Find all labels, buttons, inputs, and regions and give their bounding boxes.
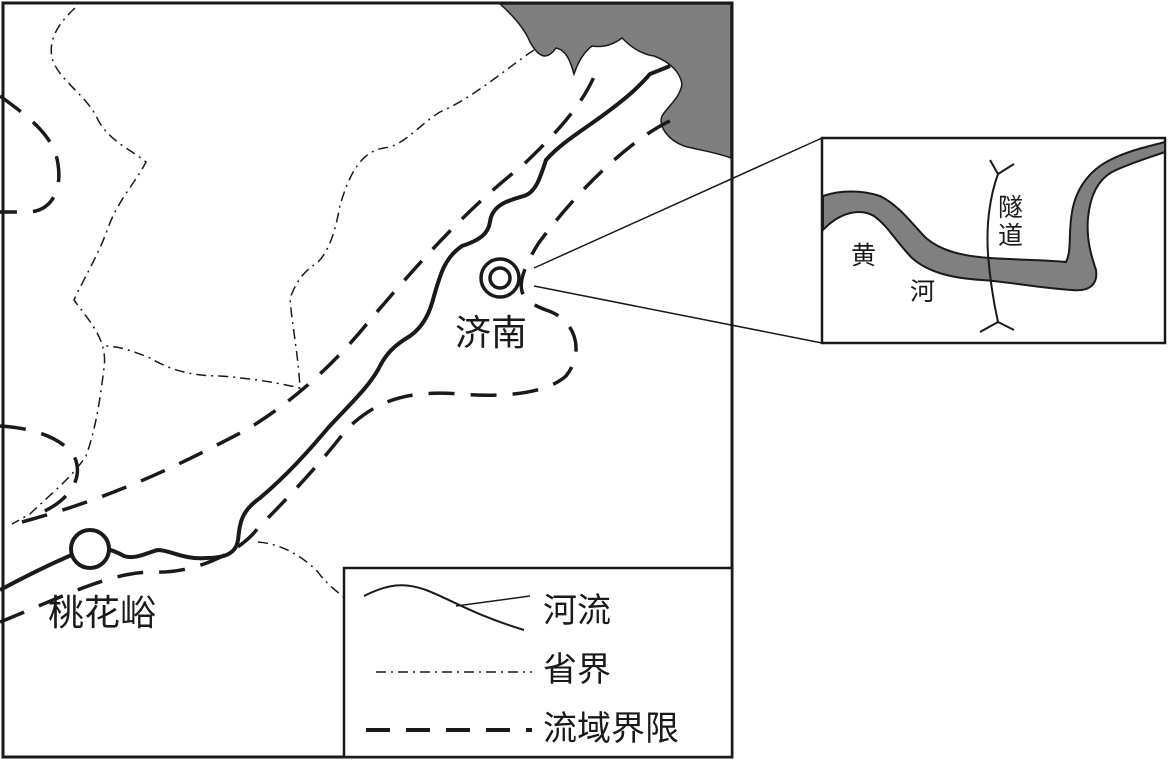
inset-tunnel-portal-south (979, 321, 1015, 333)
province-boundaries (11, 7, 535, 601)
inset-connector-bottom (533, 285, 823, 344)
basin-boundary-south (0, 118, 673, 624)
inset-yellow-river (822, 140, 1166, 292)
province-boundary-west (11, 7, 147, 525)
inset-river-label-1: 黄 (851, 241, 876, 270)
inset-map: 黄 河 隧 道 (820, 136, 1167, 345)
basin-boundary-west-2 (0, 424, 80, 516)
legend-river-symbol (363, 584, 525, 631)
legend-basin-label: 流域界限 (543, 709, 679, 749)
legend-province-label: 省界 (543, 650, 611, 690)
legend-river-label: 河流 (543, 591, 611, 631)
taohuayu-marker (69, 528, 111, 570)
legend-frame (342, 566, 734, 759)
sea-area (498, 3, 732, 160)
basin-boundary-north (21, 71, 598, 524)
legend: 河流 省界 流域界限 (342, 566, 734, 759)
jinan-label: 济南 (455, 313, 527, 354)
inset-tunnel (986, 173, 999, 323)
taohuayu-label: 桃花峪 (48, 593, 156, 634)
inset-tunnel-portal-north (989, 159, 1015, 175)
yellow-river (0, 64, 671, 592)
province-boundary-south (257, 541, 349, 601)
inset-tunnel-label-1: 隧 (998, 193, 1023, 222)
jinan-marker-inner (488, 266, 512, 290)
inset-tunnel-label-2: 道 (998, 221, 1023, 250)
basin-boundary-west-1 (0, 94, 61, 214)
basin-boundaries (0, 71, 673, 624)
legend-river-pointer (455, 595, 531, 607)
province-boundary-central (103, 49, 535, 389)
inset-connector-top (533, 137, 823, 269)
inset-river-label-2: 河 (910, 277, 935, 306)
